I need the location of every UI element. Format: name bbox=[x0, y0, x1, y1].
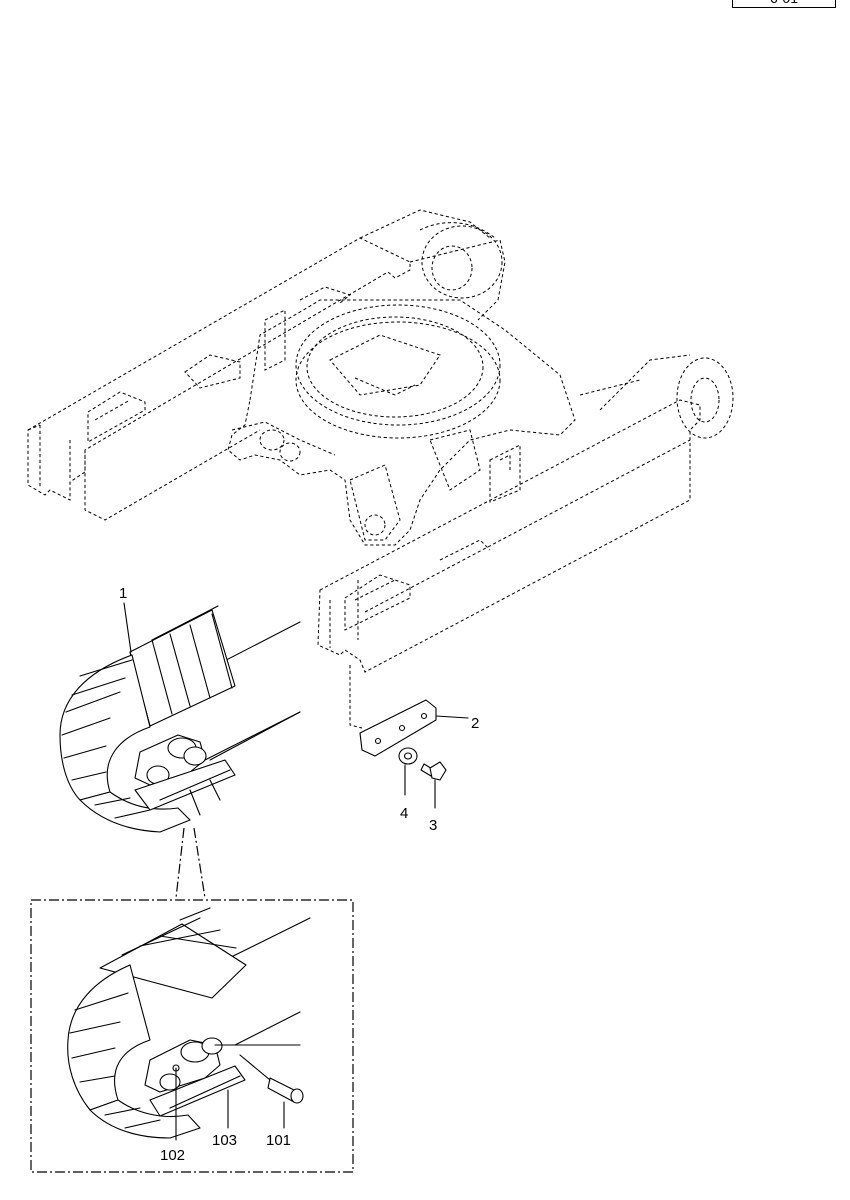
page-reference-box: 6-01 bbox=[732, 0, 836, 8]
detail-leader-lines-parts bbox=[175, 1067, 229, 1141]
detail-leader-lines bbox=[175, 827, 206, 899]
callout-1-leader bbox=[123, 602, 132, 653]
callout-1: 1 bbox=[119, 585, 127, 602]
detail-pin-part bbox=[239, 1054, 304, 1129]
callout-103: 103 bbox=[212, 1132, 237, 1149]
washer-part bbox=[398, 747, 418, 796]
callout-3: 3 bbox=[429, 817, 437, 834]
callout-102: 102 bbox=[160, 1147, 185, 1164]
detail-frame bbox=[30, 899, 354, 1173]
bolt-part bbox=[420, 761, 447, 809]
callout-2: 2 bbox=[471, 715, 479, 732]
detail-track-assembly bbox=[67, 907, 311, 1139]
rubber-track-assembly bbox=[59, 605, 301, 833]
undercarriage-frame-phantom bbox=[27, 209, 734, 729]
callout-4: 4 bbox=[400, 805, 408, 822]
callout-101: 101 bbox=[266, 1132, 291, 1149]
guard-plate-part bbox=[359, 699, 469, 757]
